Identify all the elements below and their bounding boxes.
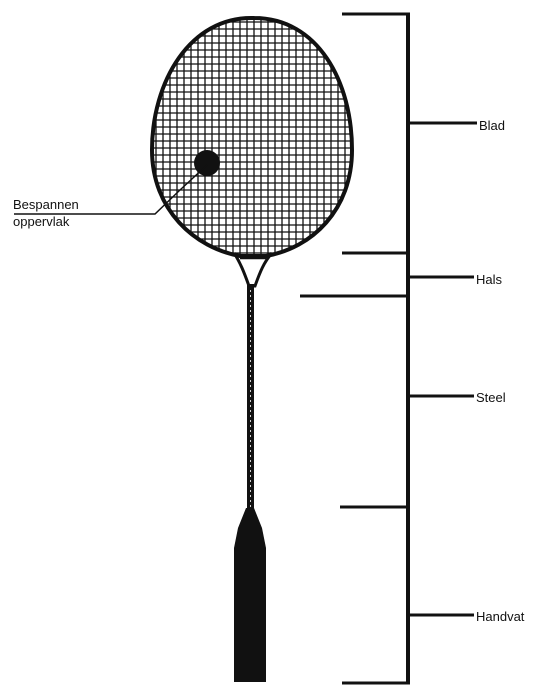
label-steel: Steel: [476, 390, 506, 406]
label-handvat: Handvat: [476, 609, 524, 625]
racket-head-frame: [152, 18, 352, 256]
label-blad: Blad: [479, 118, 505, 134]
string-bed-marker: [194, 150, 220, 176]
racket-shaft: [247, 284, 254, 512]
label-hals: Hals: [476, 272, 502, 288]
callout-label-line2: oppervlak: [13, 214, 69, 230]
callout-label-line1: Bespannen: [13, 197, 79, 213]
racket-handle: [234, 508, 266, 682]
